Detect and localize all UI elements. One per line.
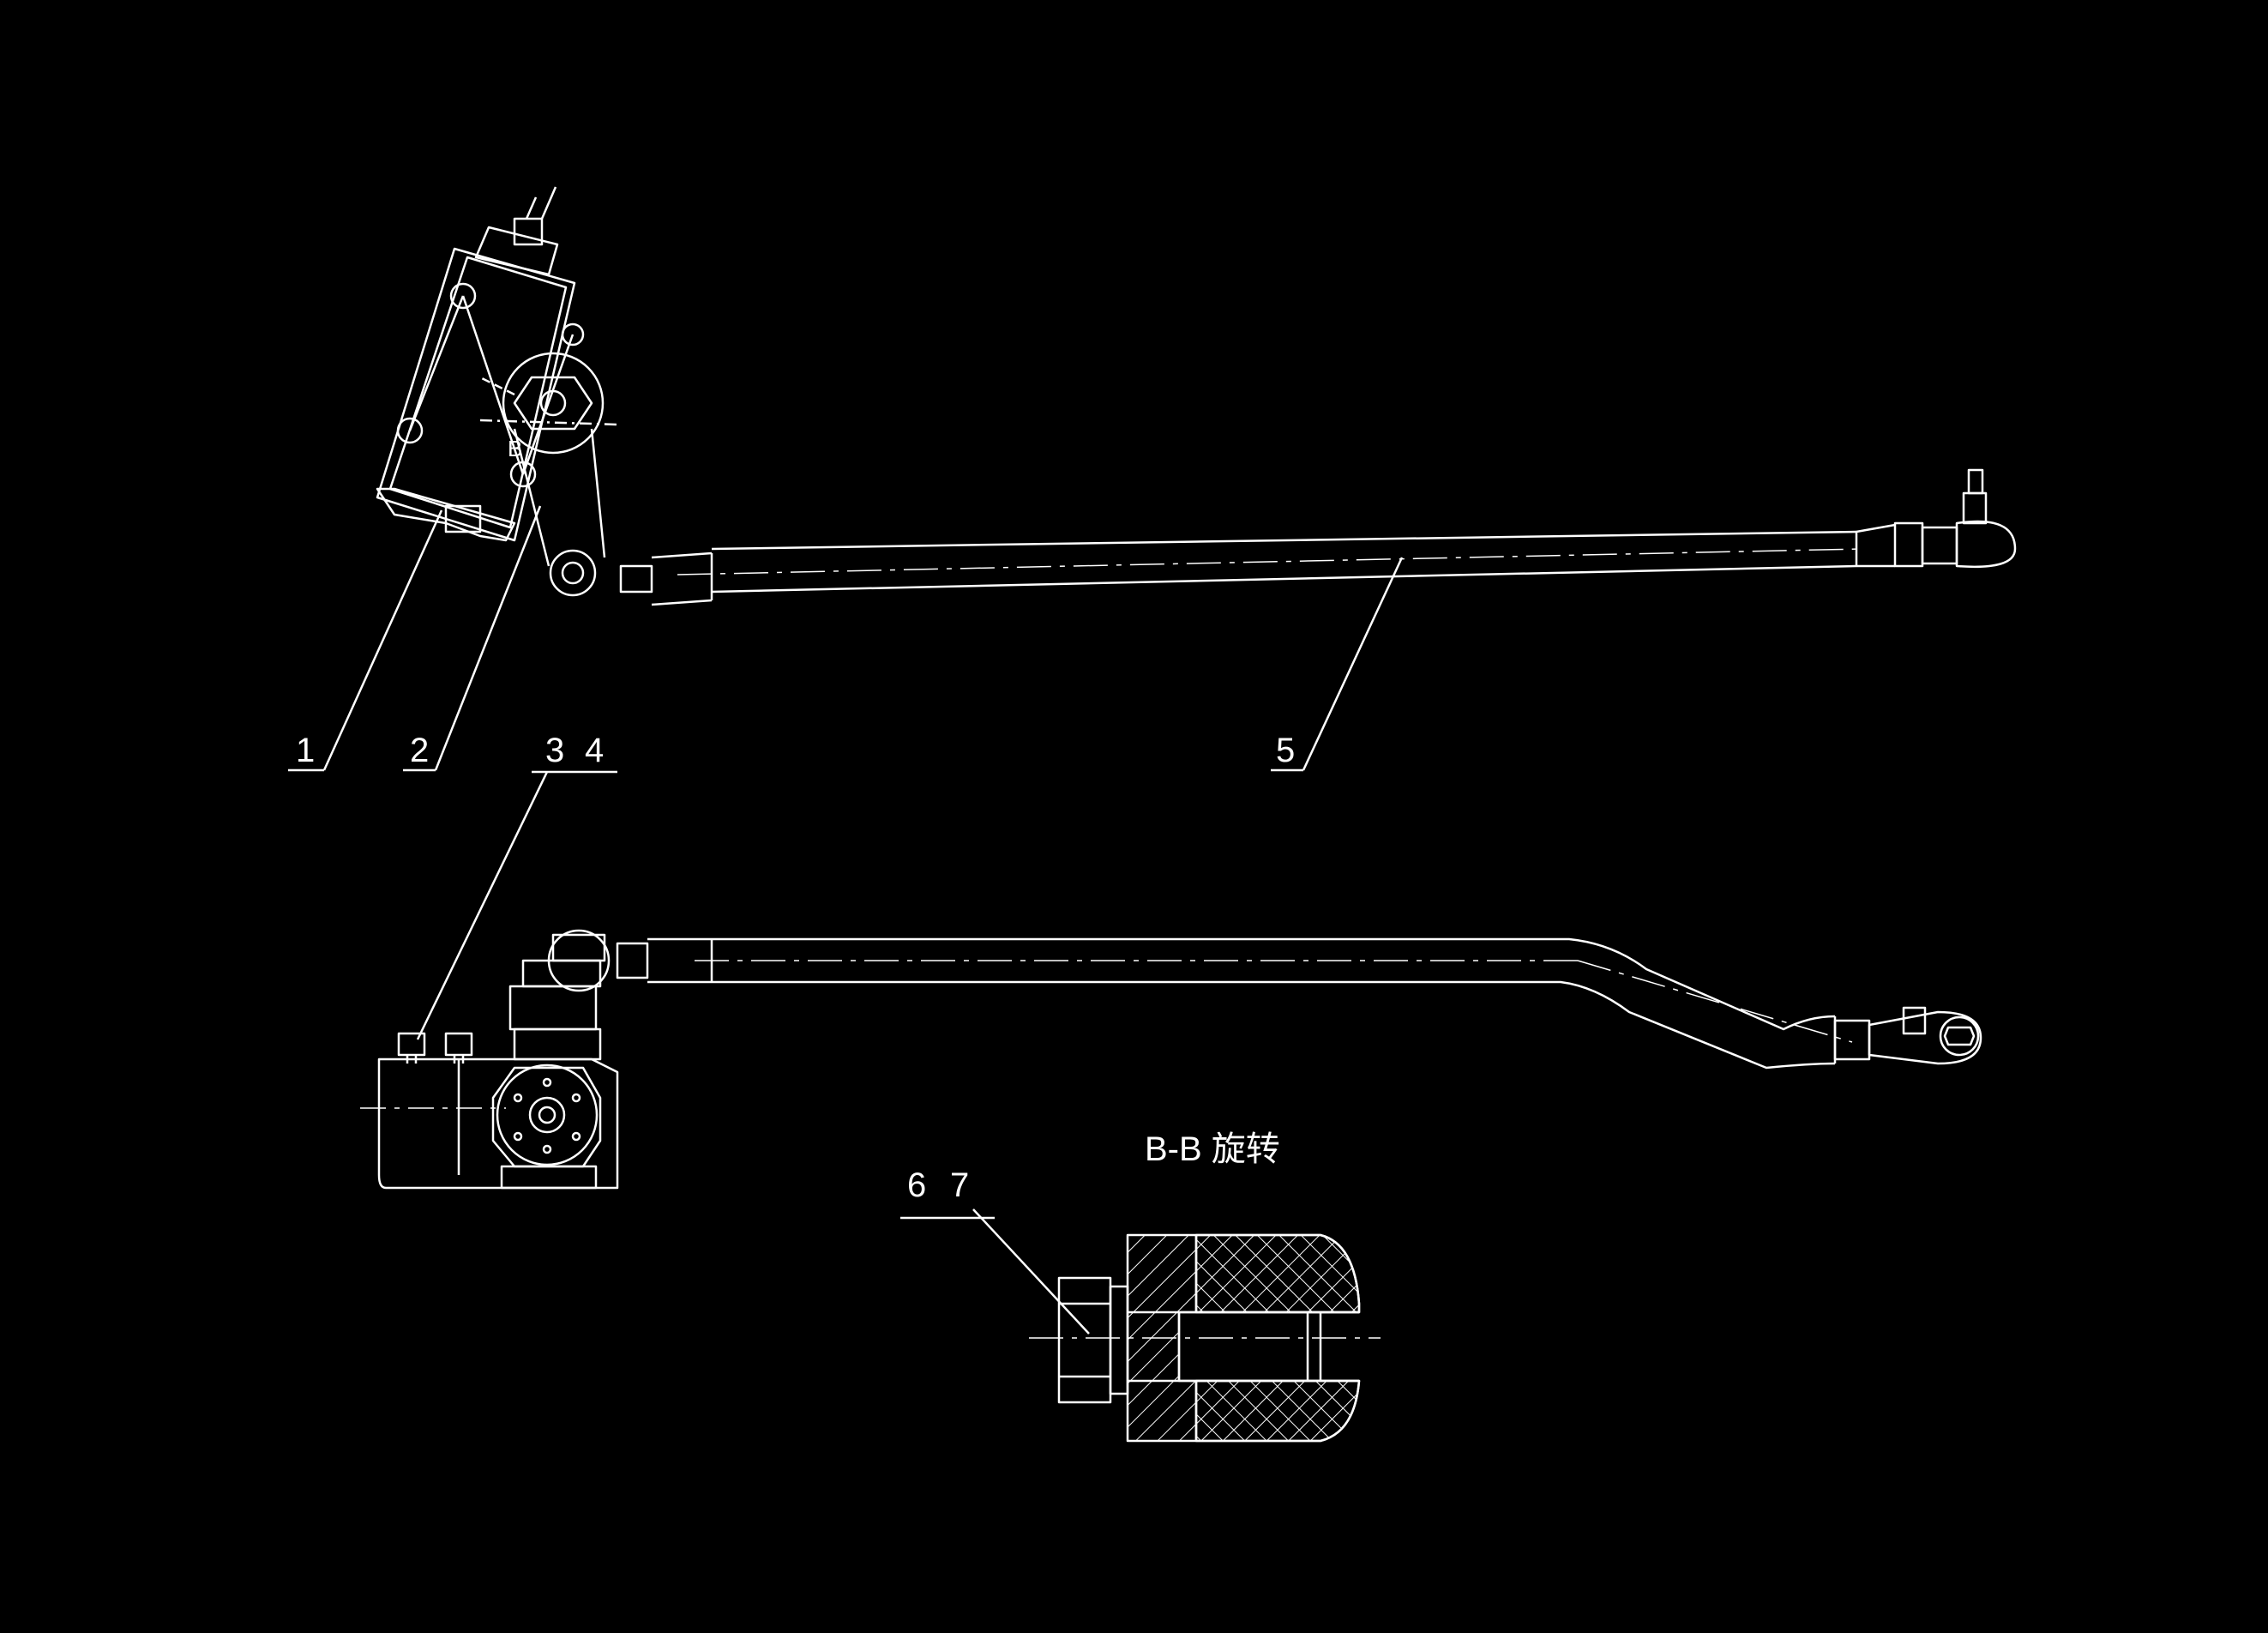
label-2: 2 [410, 732, 429, 769]
drag-link-front-view [616, 937, 1982, 1070]
leader-lines-top [288, 505, 1404, 772]
steering-gear-top-view [376, 186, 585, 542]
label-4: 4 [585, 732, 604, 769]
steering-gear-front-view [360, 929, 619, 1190]
drag-link-top-view [619, 468, 2017, 606]
label-1: 1 [296, 732, 315, 769]
label-5: 5 [1276, 732, 1295, 769]
section-title: B-B 旋转 [1145, 1130, 1280, 1168]
part-labels: 1 2 3 4 5 6 7 B B-B 旋转 [296, 436, 1295, 1204]
label-7: 7 [950, 1166, 969, 1204]
leader-lines-front [416, 770, 617, 1040]
section-b-b [900, 1208, 1381, 1443]
label-3: 3 [545, 732, 564, 769]
section-marker-b: B [508, 436, 522, 461]
pitman-arm [479, 352, 618, 597]
label-6: 6 [907, 1166, 926, 1204]
